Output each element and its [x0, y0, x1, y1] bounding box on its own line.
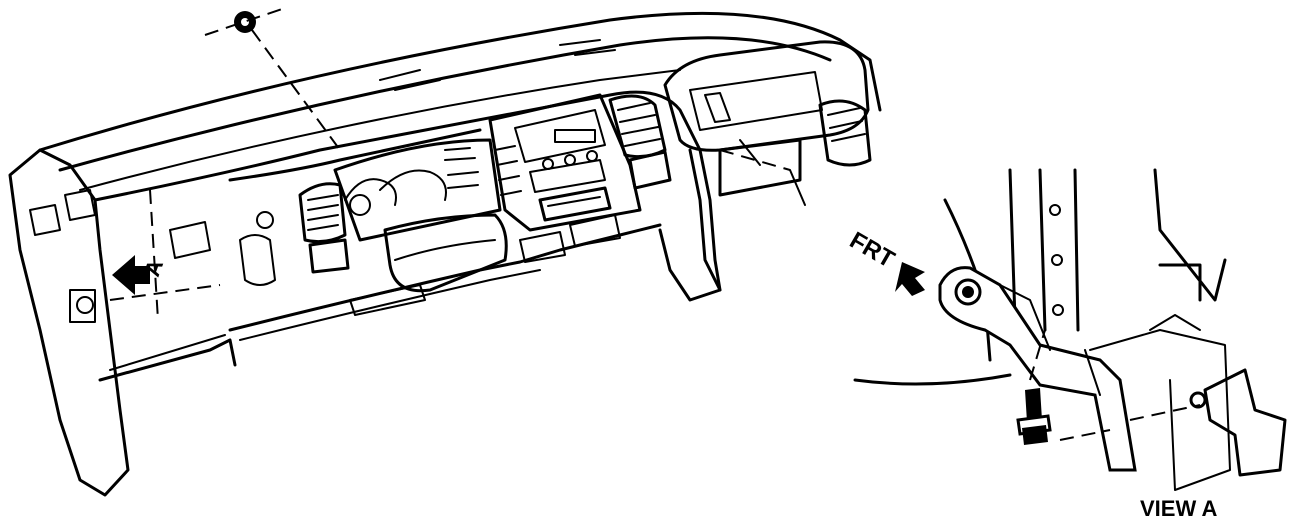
frt-label: FRT	[845, 227, 899, 274]
frt-arrow-icon	[895, 262, 925, 296]
direction-arrow-icon	[112, 255, 150, 295]
bolt-icon	[1016, 388, 1052, 445]
front-direction-indicator: FRT	[845, 227, 925, 296]
instrument-panel-assembly	[8, 7, 882, 497]
view-a-detail: FRT VIEW A	[845, 168, 1287, 521]
view-title: VIEW A	[1140, 496, 1218, 521]
callout-a-marker: A	[112, 255, 168, 295]
